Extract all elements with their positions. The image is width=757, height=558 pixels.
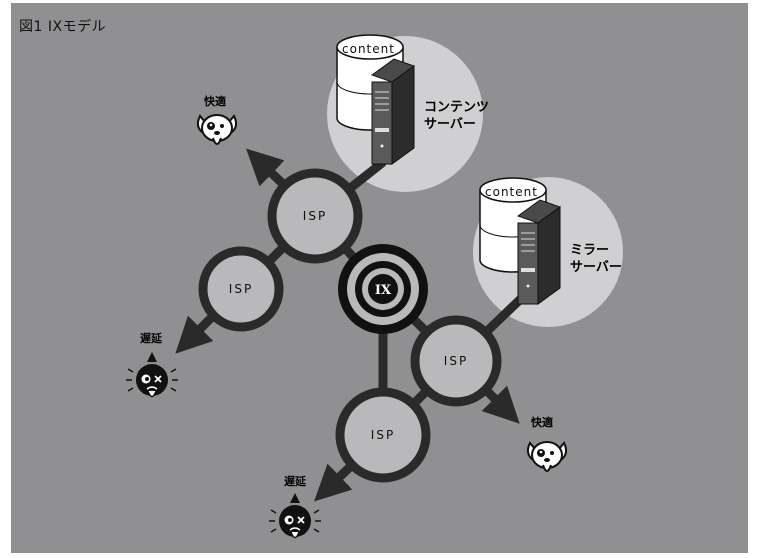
happy-dog-icon [196, 114, 238, 145]
mirror-server-label-line2: サーバー [570, 260, 622, 275]
isp-node-top-label: ISP [303, 209, 327, 223]
arrow-to-user-top-left [245, 148, 286, 187]
mirror-server-icon [516, 199, 562, 305]
user-status-top-left: 快適 [204, 95, 226, 108]
mirror-server-label-line1: ミラー [570, 243, 610, 258]
ix-hub-label: IX [375, 283, 392, 298]
ix-hub: IX [338, 244, 428, 334]
arrow-to-user-right [481, 385, 520, 424]
isp-node-left-label: ISP [229, 282, 253, 296]
isp-node-left: ISP [198, 246, 284, 332]
mirror-database-label: content [485, 185, 538, 199]
user-status-left: 遅延 [140, 332, 162, 345]
sick-dog-icon [126, 352, 178, 398]
arrow-to-user-bottom [314, 462, 355, 502]
user-status-bottom: 遅延 [284, 475, 306, 488]
figure-title: 図1 IXモデル [19, 19, 107, 35]
isp-node-right-label: ISP [444, 354, 468, 368]
isp-node-bottom-label: ISP [371, 428, 395, 442]
arrow-to-user-left [175, 313, 216, 354]
isp-node-bottom: ISP [335, 387, 431, 483]
content-server-icon [370, 58, 416, 165]
mirror-server-label: ミラー サーバー [570, 242, 622, 276]
happy-dog-icon [526, 441, 568, 472]
isp-node-right: ISP [410, 315, 502, 407]
sick-dog-icon [269, 493, 321, 539]
content-database-label: content [342, 42, 395, 56]
content-server-label-line1: コンテンツ [424, 100, 490, 115]
user-status-right: 快適 [531, 416, 553, 429]
isp-node-top: ISP [267, 168, 363, 264]
content-server-label: コンテンツ サーバー [424, 99, 489, 133]
content-server-label-line2: サーバー [424, 117, 476, 132]
